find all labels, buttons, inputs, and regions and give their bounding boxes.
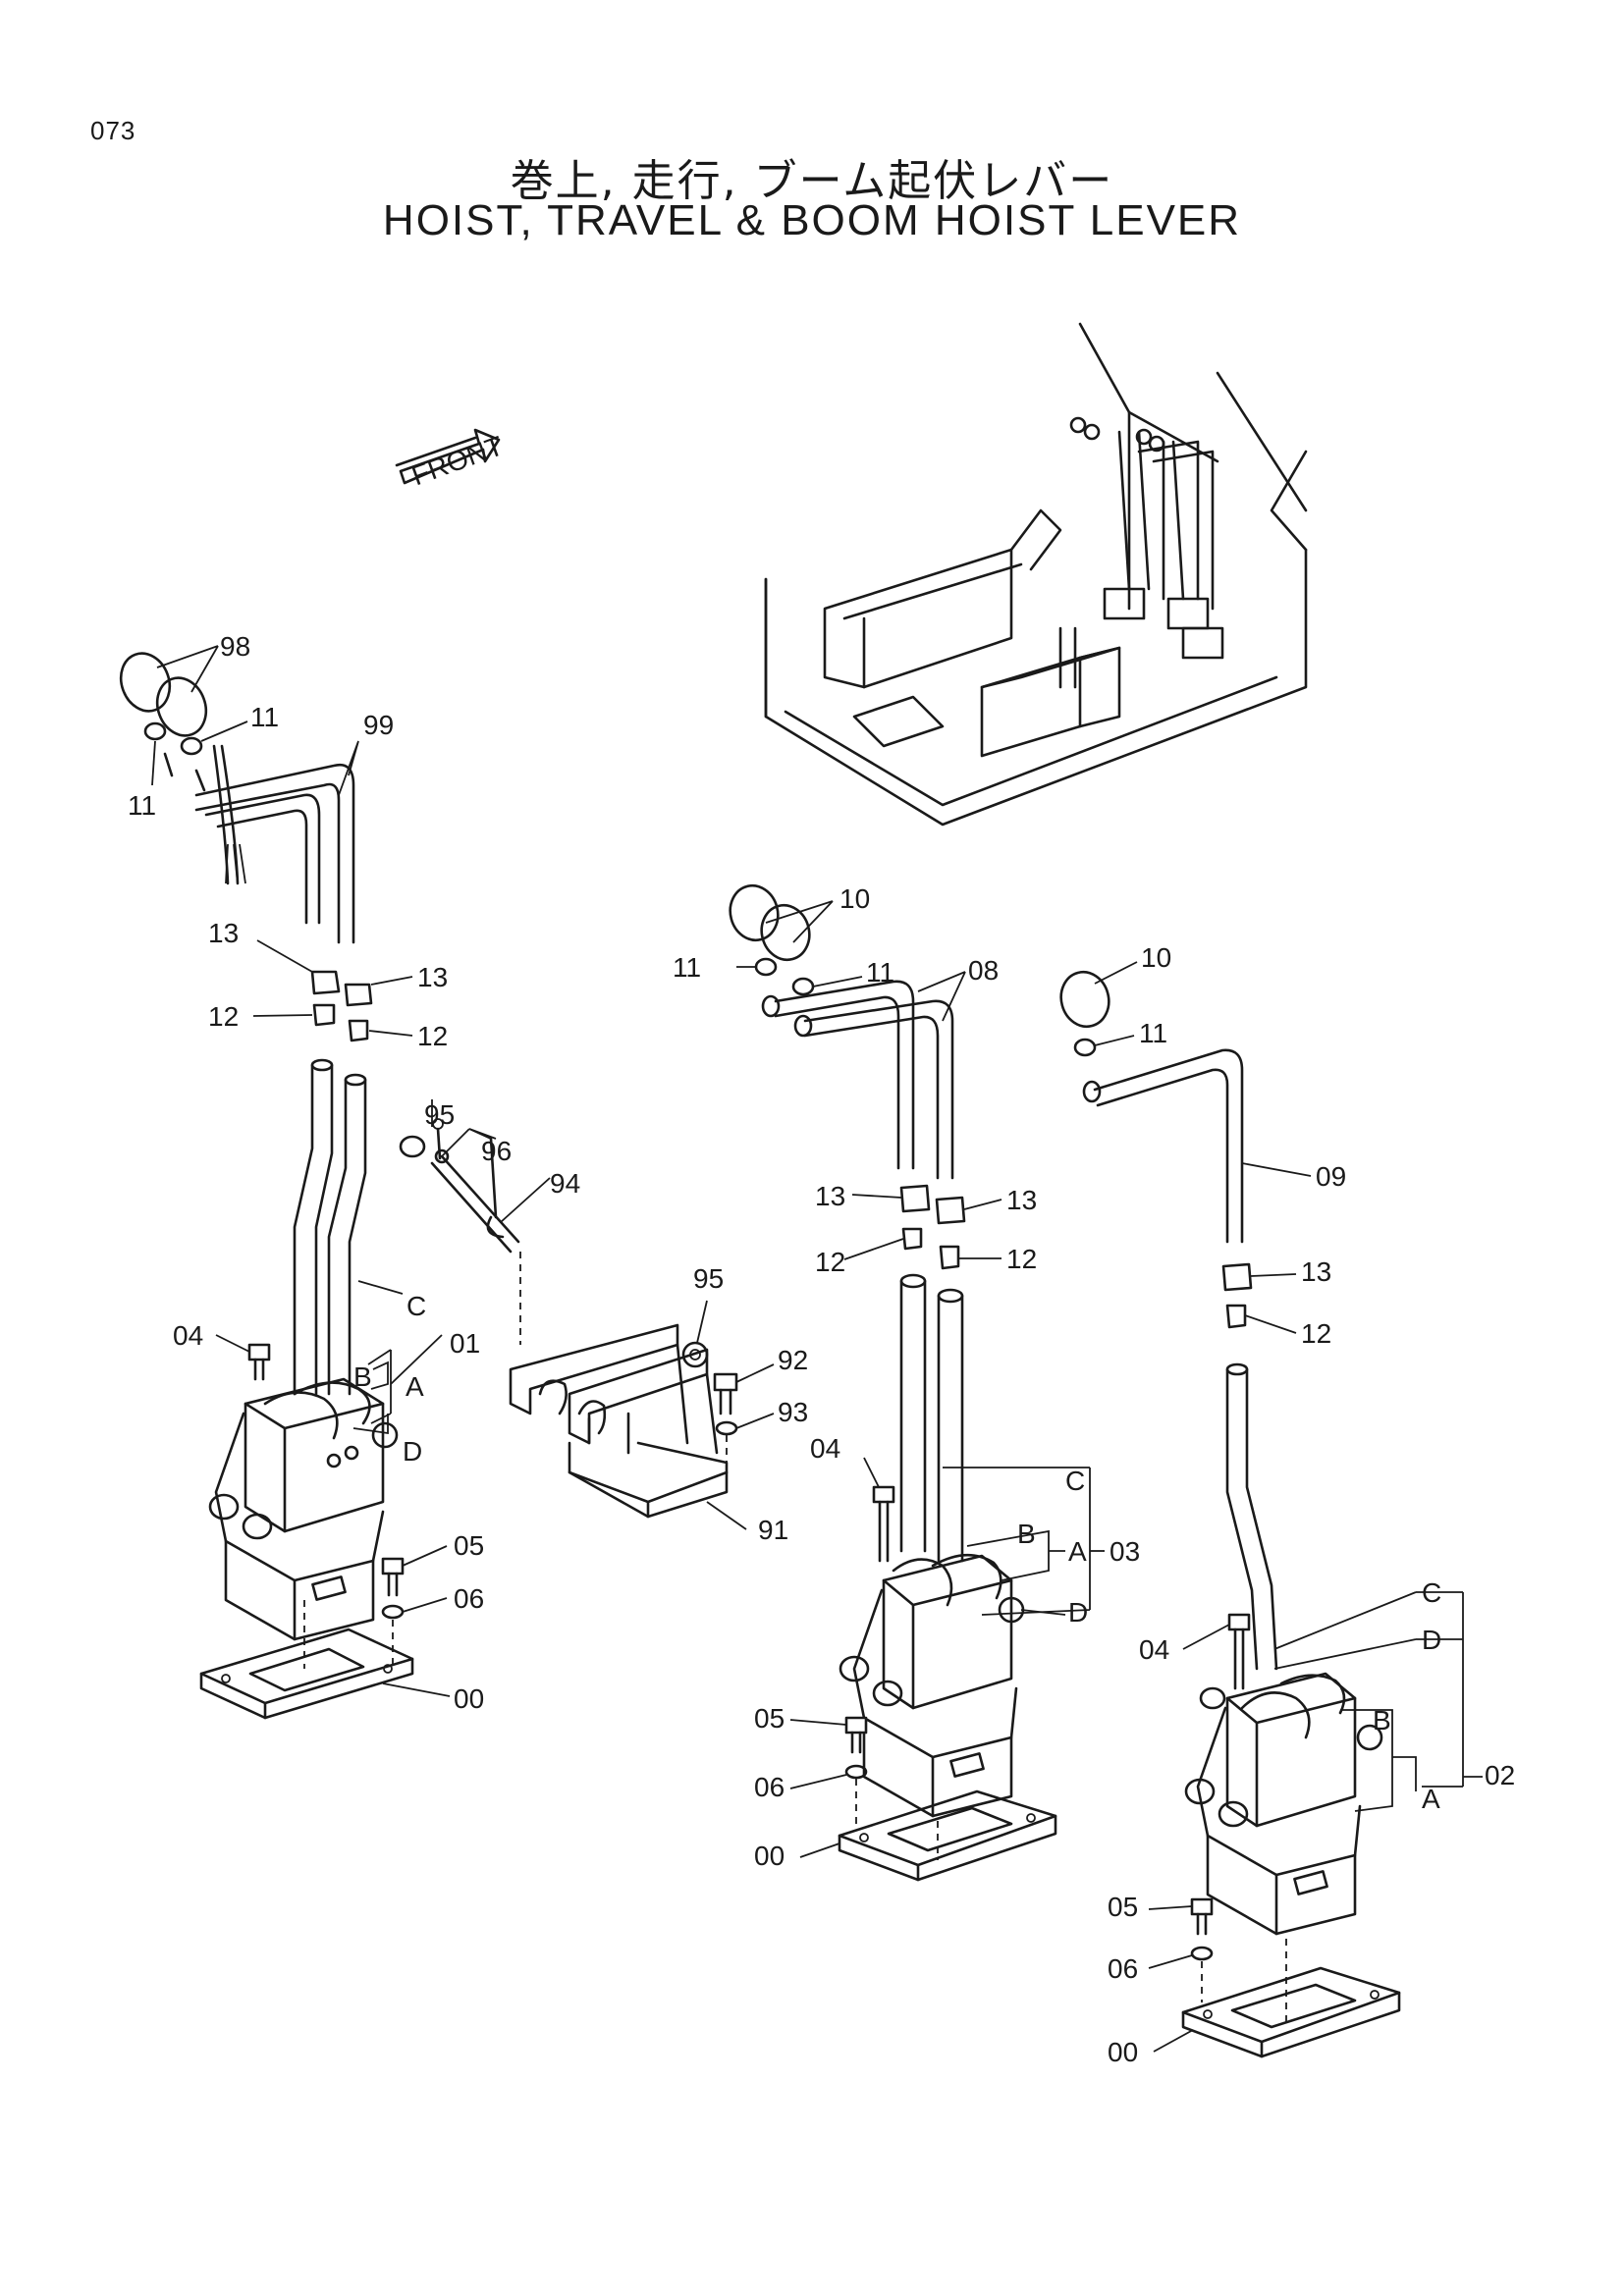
- callout-d-right: D: [1422, 1625, 1441, 1655]
- callout-a-right: A: [1422, 1784, 1440, 1814]
- callout-03: 03: [1110, 1536, 1140, 1567]
- callout-95a: 95: [424, 1099, 455, 1130]
- callout-a-left: A: [406, 1371, 424, 1402]
- callout-13a: 13: [208, 918, 239, 948]
- callout-11b: 11: [128, 790, 156, 821]
- callout-11a: 11: [250, 702, 279, 732]
- callout-10a: 10: [839, 883, 870, 914]
- callout-06b: 06: [754, 1772, 785, 1802]
- callout-12a: 12: [208, 1001, 239, 1032]
- callout-00b: 00: [754, 1841, 785, 1871]
- callout-b-left: B: [353, 1362, 372, 1392]
- callout-11c: 11: [673, 952, 701, 983]
- callout-11e: 11: [1139, 1018, 1167, 1048]
- callout-01: 01: [450, 1328, 480, 1359]
- callout-00c: 00: [1108, 2037, 1138, 2067]
- callout-96: 96: [481, 1136, 512, 1166]
- callout-c-middle: C: [1065, 1466, 1085, 1496]
- callout-12d: 12: [1006, 1244, 1037, 1274]
- callout-a-middle: A: [1068, 1536, 1087, 1567]
- callout-12e: 12: [1301, 1318, 1331, 1349]
- callout-05a: 05: [454, 1530, 484, 1561]
- callout-12b: 12: [417, 1021, 448, 1051]
- callout-12c: 12: [815, 1247, 845, 1277]
- cab-overview: [764, 322, 1308, 827]
- callout-b-middle: B: [1017, 1519, 1036, 1549]
- callout-13d: 13: [1006, 1185, 1037, 1215]
- callout-04c: 04: [1139, 1634, 1169, 1665]
- left-lever-assembly: [119, 652, 414, 1720]
- callout-02: 02: [1485, 1760, 1515, 1790]
- callout-13e: 13: [1301, 1256, 1331, 1287]
- callout-d-left: D: [403, 1436, 422, 1467]
- callout-99: 99: [363, 710, 394, 740]
- callout-09: 09: [1316, 1161, 1346, 1192]
- callout-06a: 06: [454, 1583, 484, 1614]
- bracket-assembly: [399, 1118, 738, 1519]
- callout-13c: 13: [815, 1181, 845, 1211]
- callout-04a: 04: [173, 1320, 203, 1351]
- callout-98: 98: [220, 631, 250, 662]
- callout-08: 08: [968, 955, 999, 986]
- callout-b-right: B: [1373, 1705, 1391, 1735]
- title-english: HOIST, TRAVEL & BOOM HOIST LEVER: [382, 196, 1242, 244]
- callout-92: 92: [778, 1345, 808, 1375]
- callout-00a: 00: [454, 1683, 484, 1714]
- callout-05c: 05: [1108, 1892, 1138, 1922]
- right-lever-assembly: [1059, 970, 1401, 2058]
- leader-lines: [151, 645, 1483, 2053]
- title-japanese: 巻上, 走行, ブーム起伏レバー: [510, 156, 1114, 206]
- callout-c-right: C: [1422, 1577, 1441, 1608]
- front-arrow-icon: FRONT: [395, 428, 507, 491]
- callout-10b: 10: [1141, 942, 1171, 973]
- callout-91: 91: [758, 1515, 788, 1545]
- callout-11d: 11: [866, 957, 894, 988]
- callout-95b: 95: [693, 1263, 724, 1294]
- callout-labels: 98 11 11 99 13 13 12 12 95 96 94 04 C B …: [128, 631, 1515, 2067]
- callout-05b: 05: [754, 1703, 785, 1734]
- middle-lever-assembly: [729, 883, 1057, 1882]
- callout-c-left: C: [406, 1291, 426, 1321]
- callout-04b: 04: [810, 1433, 840, 1464]
- front-label: FRONT: [407, 430, 507, 491]
- callout-93: 93: [778, 1397, 808, 1427]
- callout-d-middle: D: [1068, 1597, 1088, 1628]
- callout-06c: 06: [1108, 1953, 1138, 1984]
- page-number: 073: [90, 116, 136, 145]
- callout-13b: 13: [417, 962, 448, 992]
- callout-94: 94: [550, 1168, 580, 1199]
